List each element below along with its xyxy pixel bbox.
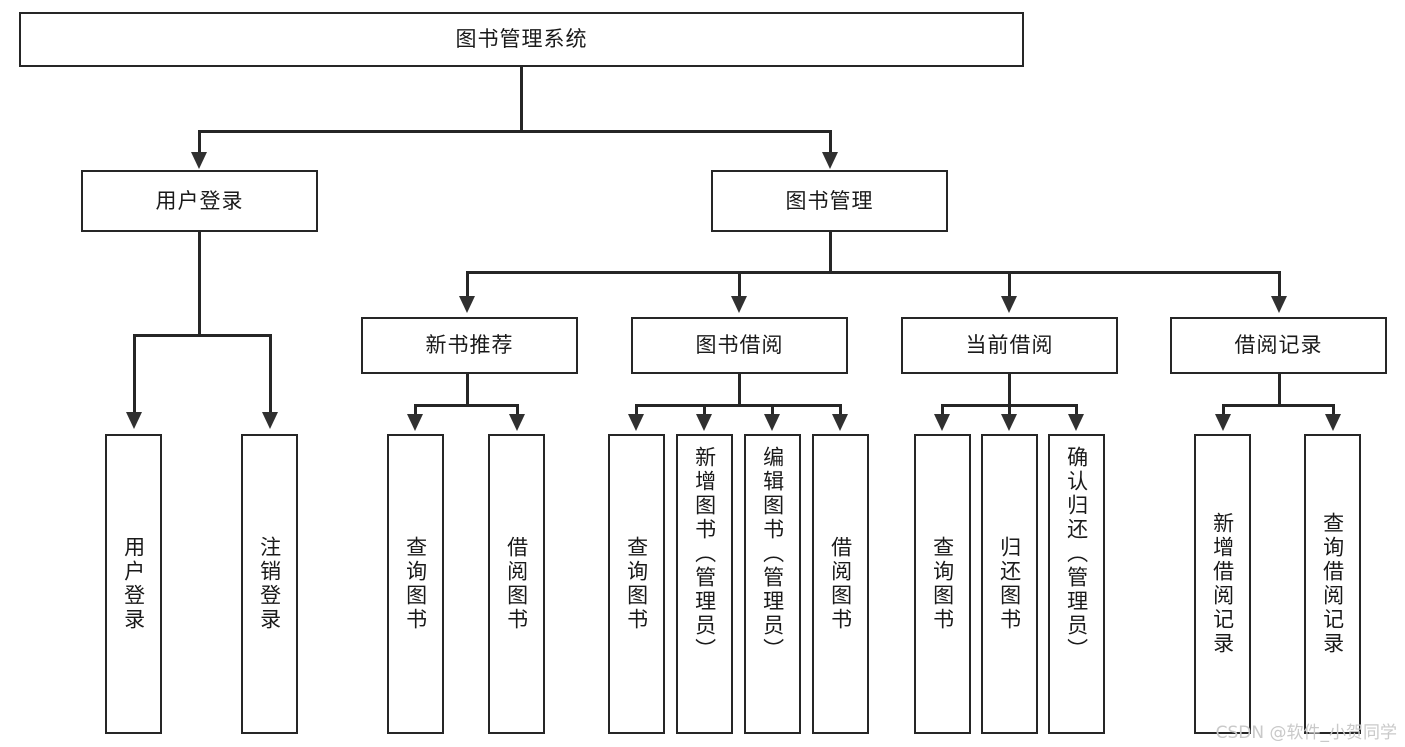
arrowhead-to-book-borrow <box>731 296 747 313</box>
node-label: 注销登录 <box>257 536 282 632</box>
leaf-borrow-record-query[interactable]: 查询借阅记录 <box>1304 434 1361 734</box>
arrowhead-to-current-borrow <box>1001 296 1017 313</box>
node-label: 确认归还（管理员） <box>1064 446 1089 662</box>
connector-new-book-drop-1 <box>414 404 417 418</box>
node-label: 新书推荐 <box>425 333 514 358</box>
leaf-current-borrow-confirm-return[interactable]: 确认归还（管理员） <box>1048 434 1105 734</box>
leaf-book-borrow-edit[interactable]: 编辑图书（管理员） <box>744 434 801 734</box>
node-label: 新增借阅记录 <box>1210 512 1235 656</box>
node-label: 当前借阅 <box>965 333 1054 358</box>
arrowhead-book-borrow-leaf-2 <box>696 414 712 431</box>
node-label: 用户登录 <box>155 188 244 213</box>
node-borrow-record[interactable]: 借阅记录 <box>1170 317 1387 374</box>
connector-new-book-drop-2 <box>516 404 519 418</box>
arrowhead-borrow-record-leaf-1 <box>1215 414 1231 431</box>
leaf-user-login-login[interactable]: 用户登录 <box>105 434 162 734</box>
leaf-book-borrow-add[interactable]: 新增图书（管理员） <box>676 434 733 734</box>
arrowhead-new-book-leaf-2 <box>509 414 525 431</box>
node-book-management[interactable]: 图书管理 <box>711 170 948 232</box>
leaf-new-book-borrow[interactable]: 借阅图书 <box>488 434 545 734</box>
node-label: 查询图书 <box>624 536 649 632</box>
arrowhead-current-borrow-leaf-3 <box>1068 414 1084 431</box>
arrowhead-current-borrow-leaf-2 <box>1001 414 1017 431</box>
arrowhead-user-login-leaf-1 <box>126 412 142 429</box>
leaf-current-borrow-query[interactable]: 查询图书 <box>914 434 971 734</box>
node-book-borrow[interactable]: 图书借阅 <box>631 317 848 374</box>
node-label: 新增图书（管理员） <box>692 446 717 662</box>
node-label: 编辑图书（管理员） <box>760 446 785 662</box>
connector-current-borrow-drop-1 <box>941 404 944 418</box>
leaf-book-borrow-borrow[interactable]: 借阅图书 <box>812 434 869 734</box>
arrowhead-to-borrow-record <box>1271 296 1287 313</box>
connector-book-manage-bus <box>466 271 1281 274</box>
connector-root-stem <box>520 67 523 132</box>
connector-book-manage-drop-1 <box>466 271 469 298</box>
node-root-system[interactable]: 图书管理系统 <box>19 12 1024 67</box>
arrowhead-user-login-leaf-2 <box>262 412 278 429</box>
connector-book-borrow-stem <box>738 374 741 407</box>
node-label: 借阅图书 <box>828 536 853 632</box>
connector-user-login-drop-2 <box>269 334 272 414</box>
connector-book-manage-drop-2 <box>738 271 741 298</box>
arrowhead-borrow-record-leaf-2 <box>1325 414 1341 431</box>
connector-book-borrow-bus <box>635 404 842 407</box>
node-user-login[interactable]: 用户登录 <box>81 170 318 232</box>
connector-book-manage-drop-4 <box>1278 271 1281 298</box>
leaf-new-book-query[interactable]: 查询图书 <box>387 434 444 734</box>
connector-book-manage-drop-3 <box>1008 271 1011 298</box>
arrowhead-current-borrow-leaf-1 <box>934 414 950 431</box>
leaf-book-borrow-query[interactable]: 查询图书 <box>608 434 665 734</box>
arrowhead-to-user-login <box>191 152 207 169</box>
node-new-book-recommend[interactable]: 新书推荐 <box>361 317 578 374</box>
connector-root-to-user-login <box>198 130 201 155</box>
node-label: 归还图书 <box>997 536 1022 632</box>
node-current-borrow[interactable]: 当前借阅 <box>901 317 1118 374</box>
connector-user-login-drop-1 <box>133 334 136 414</box>
arrowhead-to-book-manage <box>822 152 838 169</box>
leaf-borrow-record-add[interactable]: 新增借阅记录 <box>1194 434 1251 734</box>
connector-current-borrow-drop-3 <box>1075 404 1078 418</box>
connector-book-borrow-drop-1 <box>635 404 638 418</box>
node-label: 查询借阅记录 <box>1320 512 1345 656</box>
connector-user-login-stem <box>198 232 201 337</box>
node-label: 图书借阅 <box>695 333 784 358</box>
connector-current-borrow-stem <box>1008 374 1011 407</box>
node-label: 查询图书 <box>930 536 955 632</box>
leaf-user-login-logout[interactable]: 注销登录 <box>241 434 298 734</box>
connector-borrow-record-drop-1 <box>1222 404 1225 418</box>
arrowhead-book-borrow-leaf-4 <box>832 414 848 431</box>
arrowhead-new-book-leaf-1 <box>407 414 423 431</box>
connector-borrow-record-drop-2 <box>1332 404 1335 418</box>
connector-user-login-bus <box>133 334 272 337</box>
connector-borrow-record-bus <box>1222 404 1335 407</box>
connector-book-borrow-drop-3 <box>771 404 774 418</box>
connector-current-borrow-drop-2 <box>1008 404 1011 418</box>
csdn-watermark: CSDN @软件_小贺同学 <box>1215 723 1397 743</box>
connector-root-bus <box>198 130 832 133</box>
node-label: 用户登录 <box>121 536 146 632</box>
connector-book-borrow-drop-2 <box>703 404 706 418</box>
arrowhead-book-borrow-leaf-1 <box>628 414 644 431</box>
node-label: 图书管理 <box>785 188 874 213</box>
leaf-current-borrow-return[interactable]: 归还图书 <box>981 434 1038 734</box>
arrowhead-book-borrow-leaf-3 <box>764 414 780 431</box>
connector-new-book-bus <box>414 404 519 407</box>
connector-root-to-book-manage <box>829 130 832 155</box>
node-label: 图书管理系统 <box>455 27 588 52</box>
node-label: 查询图书 <box>403 536 428 632</box>
connector-book-manage-stem <box>829 232 832 274</box>
arrowhead-to-new-book <box>459 296 475 313</box>
connector-borrow-record-stem <box>1278 374 1281 407</box>
connector-book-borrow-drop-4 <box>839 404 842 418</box>
node-label: 借阅图书 <box>504 536 529 632</box>
connector-new-book-stem <box>466 374 469 407</box>
node-label: 借阅记录 <box>1234 333 1323 358</box>
